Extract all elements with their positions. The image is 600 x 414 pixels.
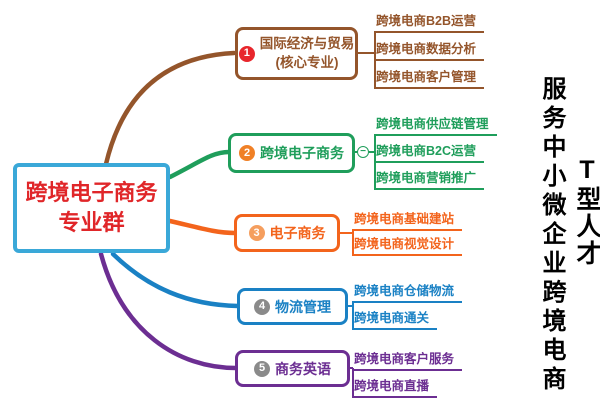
- number-badge-icon: 2: [239, 145, 255, 161]
- leaf-topic[interactable]: 跨境电商通关: [352, 310, 438, 330]
- leaf-topic[interactable]: 跨境电商视觉设计: [352, 236, 463, 256]
- side-note-service-smes: 服务中小微企业跨境电商: [538, 76, 565, 395]
- leaf-topic[interactable]: 跨境电商数据分析: [374, 41, 485, 61]
- leaf-topic[interactable]: 跨境电商基础建站: [352, 211, 463, 231]
- leaf-topic[interactable]: 跨境电商B2C运营: [374, 143, 485, 163]
- children-bracket-2: [355, 135, 376, 189]
- branch-curve-crossborder-ecommerce: [167, 149, 232, 180]
- children-bracket-3: [340, 230, 354, 255]
- branch-curve-business-english: [98, 251, 239, 371]
- leaf-topic[interactable]: 跨境电商供应链管理: [374, 116, 497, 136]
- leaf-topic[interactable]: 跨境电商仓储物流: [352, 283, 463, 303]
- branch-label: 跨境电子商务: [260, 145, 344, 161]
- children-bracket-4: [348, 302, 354, 329]
- children-bracket-1: [358, 32, 376, 88]
- branch-label: 国际经济与贸易: [259, 35, 355, 51]
- leaf-topic[interactable]: 跨境电商营销推广: [374, 170, 485, 190]
- branch-curve-intl-trade: [103, 50, 237, 167]
- number-badge-icon: 5: [254, 360, 270, 377]
- branch-label: 物流管理: [275, 298, 331, 315]
- number-badge-icon: 1: [238, 45, 255, 62]
- leaf-topic[interactable]: 跨境电商客户服务: [352, 351, 463, 371]
- branch-label: 商务英语: [275, 360, 331, 377]
- number-badge-icon: 3: [248, 225, 265, 241]
- branch-logistics[interactable]: 4 物流管理: [237, 288, 348, 325]
- children-bracket-5: [350, 367, 354, 397]
- number-badge-icon: 4: [254, 298, 270, 315]
- collapse-toggle-icon[interactable]: −: [357, 146, 369, 158]
- leaf-topic[interactable]: 跨境电商客户管理: [374, 69, 485, 89]
- branch-sublabel: (核心专业): [275, 54, 339, 70]
- branch-label: 电子商务: [269, 225, 326, 241]
- leaf-topic[interactable]: 跨境电商直播: [352, 378, 438, 398]
- central-topic-title-line2: 专业群: [58, 210, 125, 235]
- branch-crossborder-ecommerce[interactable]: 2 跨境电子商务: [228, 133, 355, 173]
- central-topic-title-line1: 跨境电子商务: [25, 180, 158, 206]
- side-note-t-shaped-talent: T型人才: [573, 156, 600, 267]
- branch-curve-logistics: [110, 251, 241, 309]
- branch-intl-economy-trade[interactable]: 1 国际经济与贸易 (核心专业): [235, 27, 358, 80]
- central-topic[interactable]: 跨境电子商务 专业群: [13, 163, 170, 253]
- branch-ecommerce[interactable]: 3 电子商务: [234, 214, 340, 252]
- leaf-topic[interactable]: 跨境电商B2B运营: [374, 13, 485, 33]
- branch-curve-ecommerce: [167, 218, 238, 236]
- branch-business-english[interactable]: 5 商务英语: [235, 350, 350, 387]
